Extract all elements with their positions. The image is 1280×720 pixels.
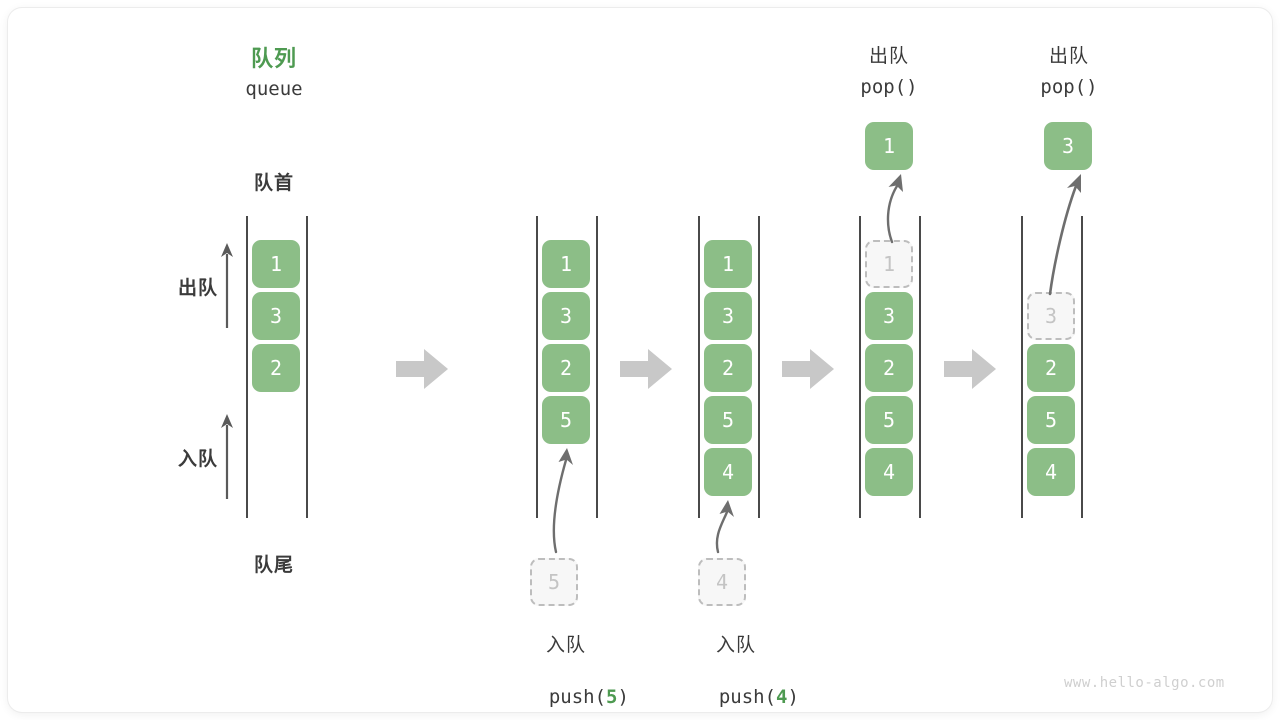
queue-title-en: queue [245,78,303,100]
step-arrow-icon-1 [396,349,448,389]
queue-item-after-pop-1-1: 3 [865,292,913,340]
push-4-code-post: ) [787,686,799,708]
queue-rail-left [246,216,248,518]
queue-item-after-push-4-3: 5 [704,396,752,444]
push-5-arrow-icon [552,448,573,554]
queue-item-after-push-5-2: 2 [542,344,590,392]
push-4-caption-cn: 入队 [715,635,756,656]
queue-item-initial-1: 3 [252,292,300,340]
pop-3-arrow-icon [1048,174,1081,296]
enqueue-direction-label: 入队 [177,449,218,470]
push-4-code-num: 4 [776,686,788,708]
queue-item-after-push-5-3: 5 [542,396,590,444]
queue-item-after-push-4-0: 1 [704,240,752,288]
step-arrow-icon-3 [782,349,834,389]
queue-item-after-pop-3-1: 3 [1027,292,1075,340]
queue-item-after-push-5-1: 3 [542,292,590,340]
queue-rear-label: 队尾 [253,555,294,576]
enqueue-direction-arrow-icon [221,414,233,499]
queue-item-initial-2: 2 [252,344,300,392]
push-4-arrow-icon [715,500,734,554]
queue-item-after-pop-1-0: 1 [865,240,913,288]
queue-rail-right [758,216,760,518]
dequeue-direction-label: 出队 [177,278,218,299]
push-5-caption-code: push(5) [496,664,636,712]
step-arrow-icon-4 [944,349,996,389]
popped-value-3: 3 [1044,122,1092,170]
dequeue-direction-arrow-icon [221,243,233,328]
queue-rail-right [1081,216,1083,518]
push-5-caption-cn: 入队 [545,635,586,656]
queue-rail-right [306,216,308,518]
popped-value-1: 1 [865,122,913,170]
step-arrow-icon-2 [620,349,672,389]
incoming-value-after-push-4: 4 [698,558,746,606]
queue-rail-left [536,216,538,518]
queue-item-after-pop-3-4: 4 [1027,448,1075,496]
queue-title-cn: 队列 [250,46,297,71]
watermark: www.hello-algo.com [1064,675,1225,691]
queue-item-initial-0: 1 [252,240,300,288]
pop-1-header-code: pop() [860,76,918,98]
queue-rail-right [596,216,598,518]
push-5-code-post: ) [617,686,629,708]
queue-item-after-pop-1-2: 2 [865,344,913,392]
queue-item-after-push-4-1: 3 [704,292,752,340]
queue-item-after-pop-3-3: 5 [1027,396,1075,444]
queue-item-after-push-5-0: 1 [542,240,590,288]
queue-rail-left [698,216,700,518]
queue-item-after-push-4-4: 4 [704,448,752,496]
pop-3-header-code: pop() [1040,76,1098,98]
pop-1-arrow-icon [886,174,903,244]
push-4-code-pre: push( [718,686,777,708]
push-4-caption-code: push(4) [666,664,806,712]
pop-3-header-cn: 出队 [1048,46,1089,67]
queue-rail-left [859,216,861,518]
queue-item-after-pop-3-2: 2 [1027,344,1075,392]
queue-item-after-pop-1-4: 4 [865,448,913,496]
pop-1-header-cn: 出队 [868,46,909,67]
queue-item-after-pop-1-3: 5 [865,396,913,444]
queue-rail-right [919,216,921,518]
queue-item-after-push-4-2: 2 [704,344,752,392]
push-5-code-pre: push( [548,686,607,708]
incoming-value-after-push-5: 5 [530,558,578,606]
queue-rail-left [1021,216,1023,518]
push-5-code-num: 5 [606,686,618,708]
queue-front-label: 队首 [253,173,294,194]
